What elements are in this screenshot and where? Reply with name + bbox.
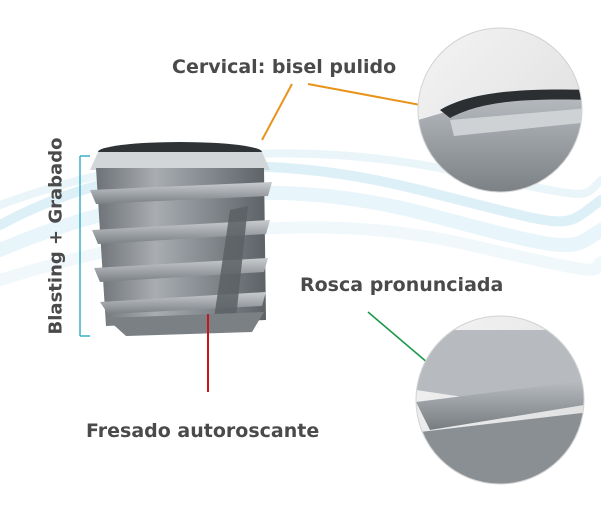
label-fresado: Fresado autoroscante (86, 420, 320, 442)
implant-body (90, 142, 272, 336)
surface-bracket (79, 155, 90, 337)
label-cervical: Cervical: bisel pulido (172, 56, 397, 78)
label-surface-treatment: Blasting + Grabado (45, 137, 67, 335)
cervical-callout-line (261, 83, 293, 141)
zoom-circle-rosca (415, 315, 585, 485)
label-rosca: Rosca pronunciada (300, 274, 504, 296)
zoom-circle-cervical (417, 27, 583, 193)
